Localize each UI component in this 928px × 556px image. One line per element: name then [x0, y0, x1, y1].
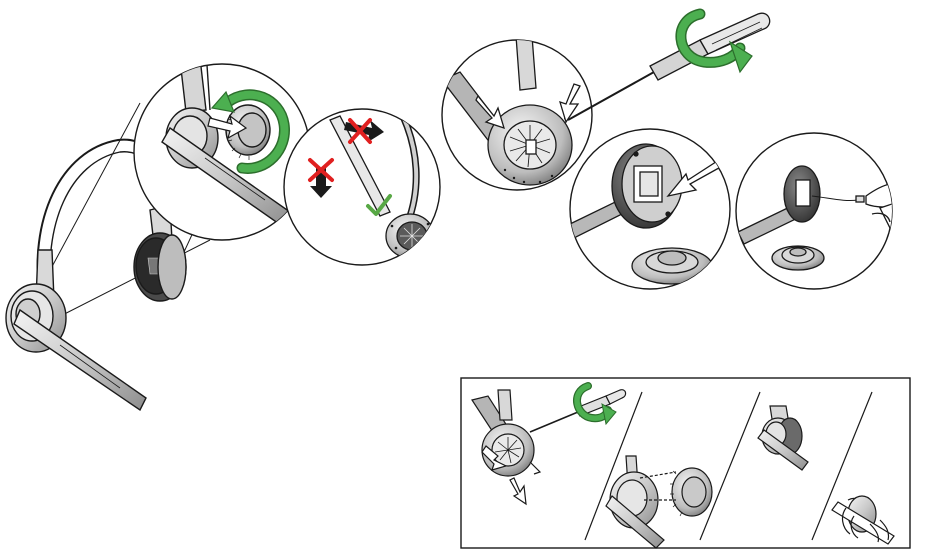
check-mark-icon: [366, 194, 392, 216]
rotate-arrow-icon: [210, 89, 290, 174]
inset-assembled-earpiece: [757, 405, 809, 471]
step-unscrew: [441, 8, 771, 191]
step-arm-orientation: [283, 108, 441, 266]
headset-illustration: [5, 102, 211, 412]
assembly-inset: [460, 377, 911, 549]
cross-mark-icon: [344, 118, 384, 144]
inset-fit-on-ear: [831, 495, 895, 545]
screwdriver-icon: [567, 12, 771, 121]
rotate-arrow-icon: [675, 8, 753, 74]
cross-mark-icon: [308, 158, 334, 198]
inset-unscrew-cover: [471, 382, 627, 506]
step-rotate-cover: [133, 63, 311, 241]
step-remove-battery: [569, 128, 731, 290]
rotate-arrow-icon: [573, 382, 617, 426]
inset-attach-cover: [605, 455, 713, 549]
step-disconnect-battery: [735, 132, 893, 290]
